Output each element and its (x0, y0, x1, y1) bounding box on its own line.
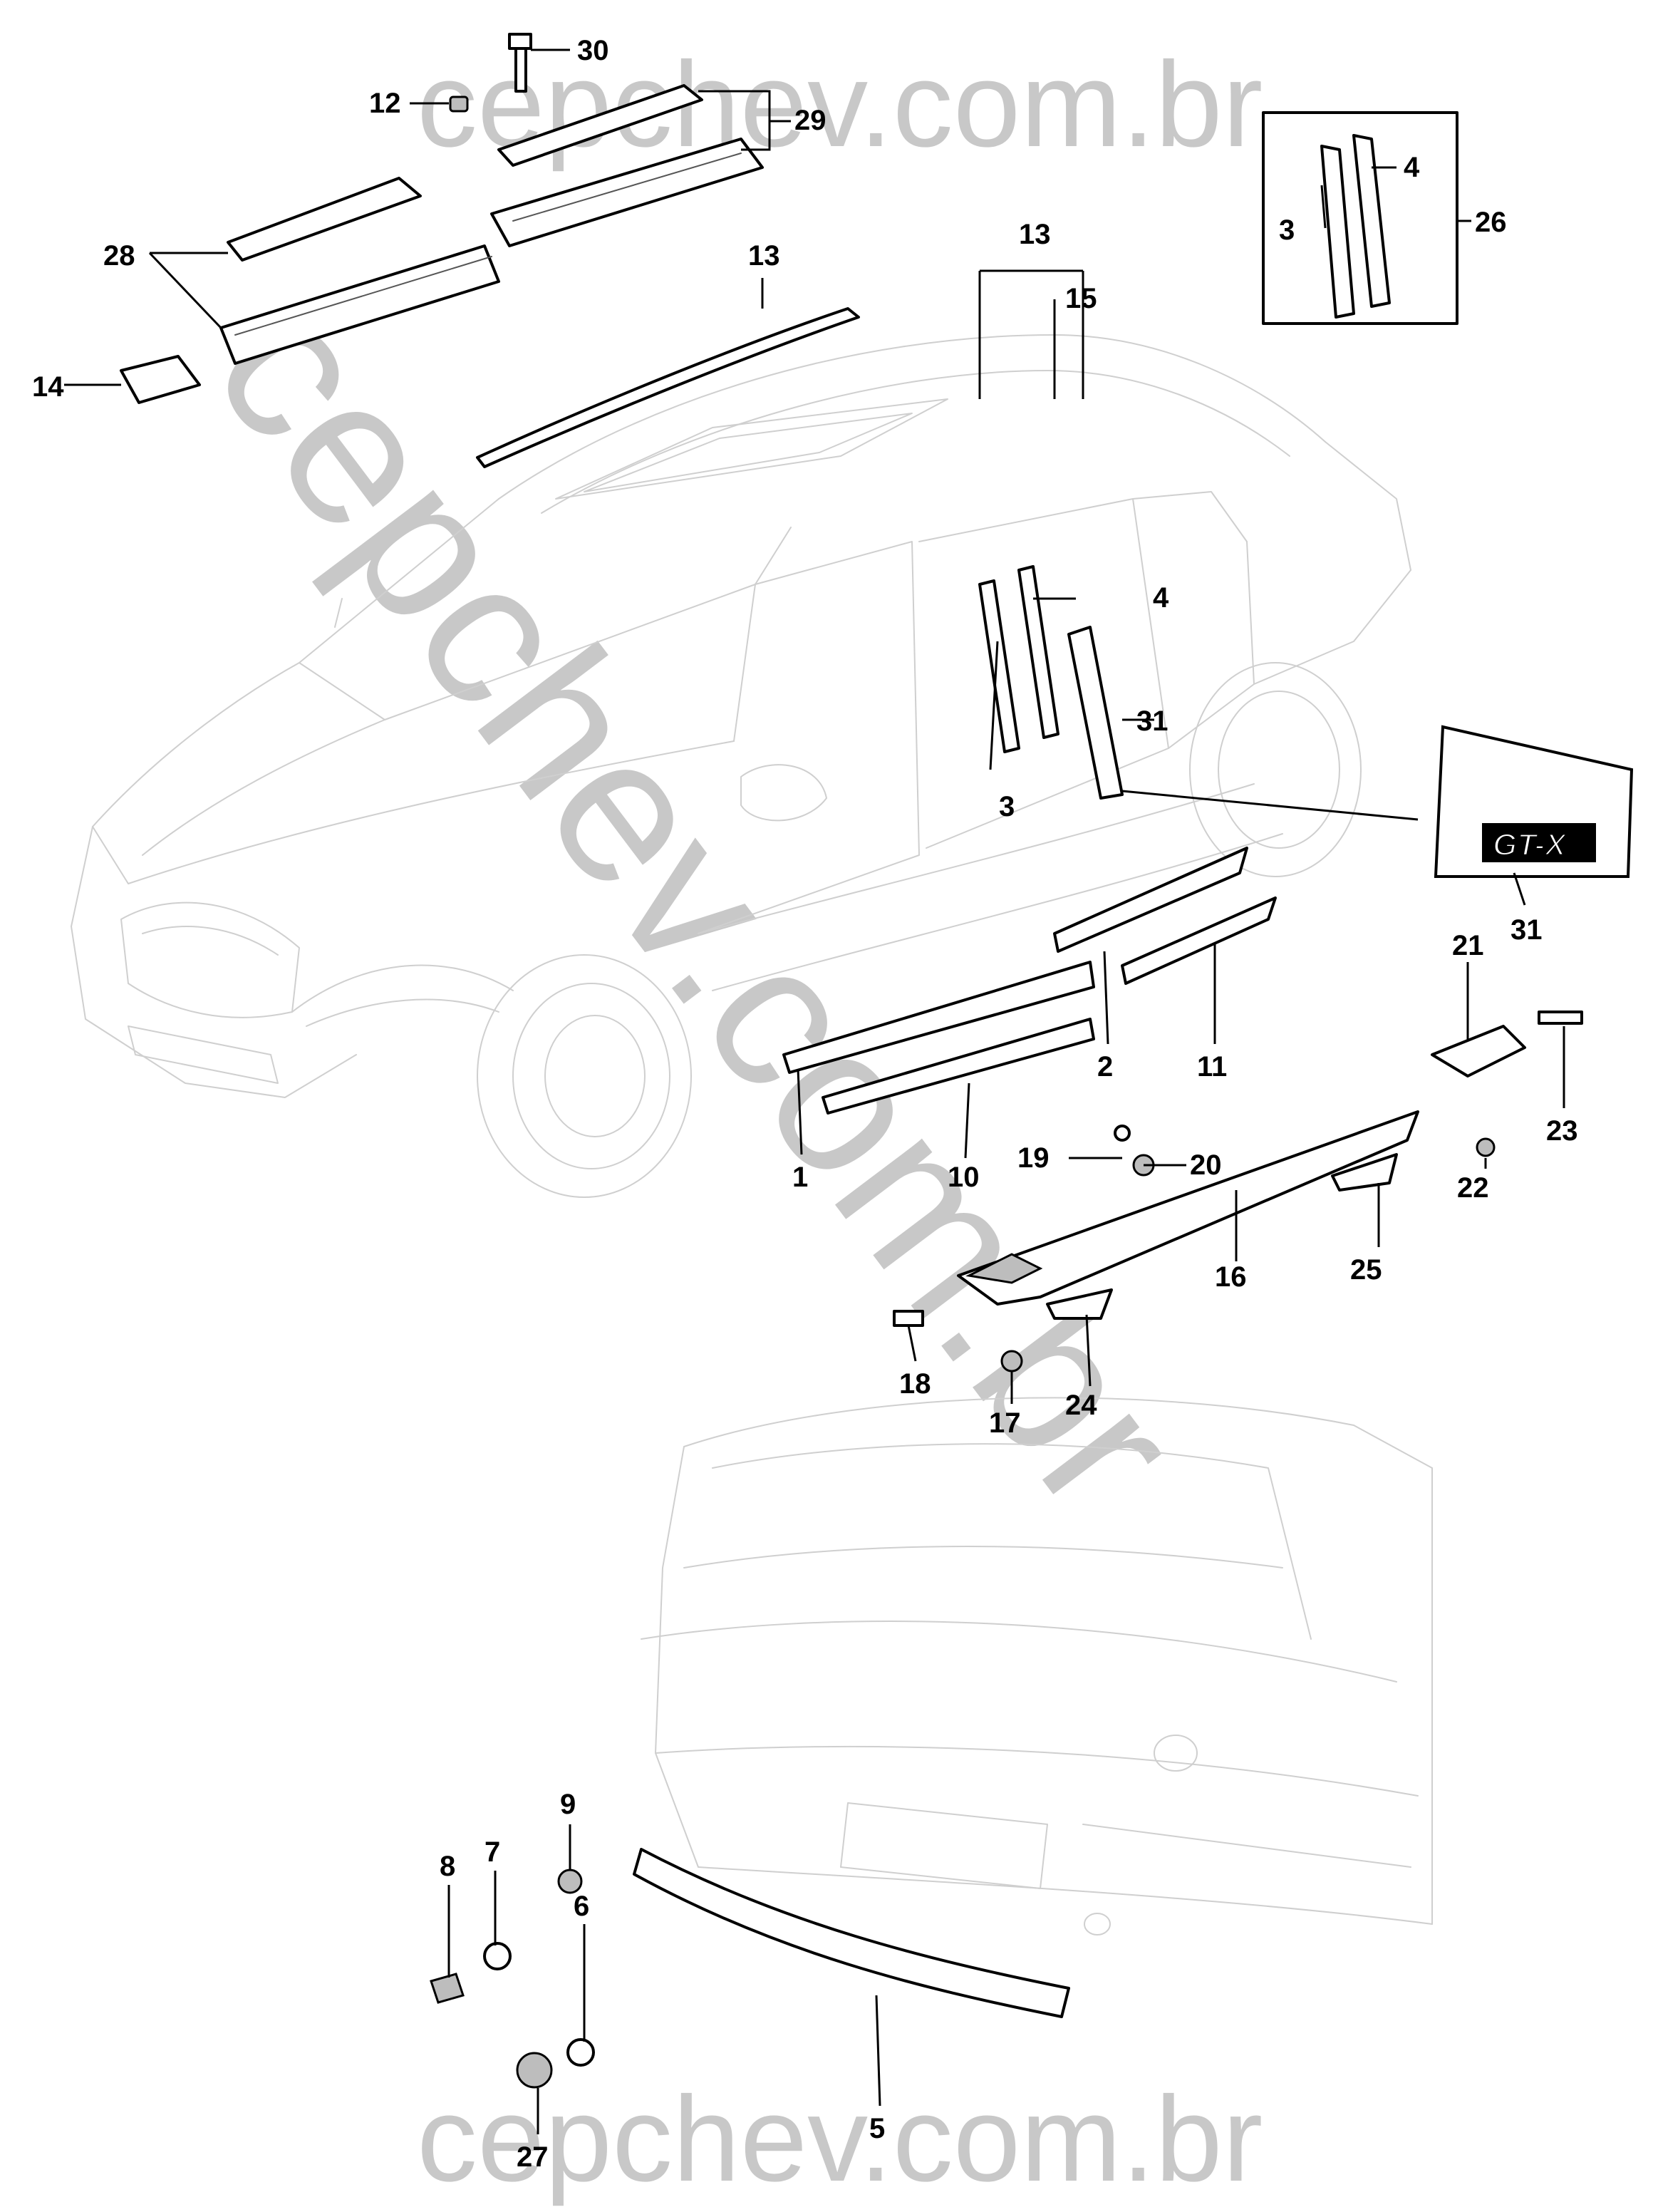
callout-6: 6 (574, 1891, 589, 1922)
callout-21: 21 (1452, 930, 1484, 961)
callout-3-door: 3 (999, 791, 1015, 822)
leader-lines (64, 48, 1565, 2134)
callout-2: 2 (1097, 1051, 1113, 1082)
door-molding-parts (782, 847, 1277, 1115)
callout-20: 20 (1190, 1149, 1222, 1181)
callout-15: 15 (1065, 283, 1097, 314)
callout-8: 8 (440, 1851, 455, 1882)
rocker-panel-part-16 (957, 1110, 1419, 1306)
end-cap-part-14 (120, 355, 201, 404)
callout-16: 16 (1215, 1261, 1247, 1293)
callout-14: 14 (32, 371, 64, 403)
callout-23: 23 (1546, 1115, 1578, 1147)
callout-3-inset: 3 (1279, 215, 1295, 246)
callout-25: 25 (1350, 1254, 1382, 1286)
callout-22: 22 (1457, 1172, 1489, 1204)
callout-11: 11 (1197, 1051, 1227, 1082)
callout-5: 5 (869, 2113, 885, 2144)
car-outline-front-three-quarter (71, 334, 1411, 1198)
callout-28: 28 (103, 240, 135, 272)
c-pillar-applique-part-31 (1067, 626, 1124, 800)
roof-rack-cover-part-29 (490, 84, 764, 247)
fasteners-6-7-8-9-27 (430, 1869, 595, 2089)
callout-31-emblem: 31 (1510, 914, 1543, 946)
rocker-end-caps-21-24-25 (1046, 1025, 1526, 1320)
roof-molding-part-13 (476, 307, 860, 468)
callout-18: 18 (899, 1368, 931, 1400)
gt-x-emblem-inset: GT-X (1434, 725, 1634, 878)
callout-12: 12 (369, 88, 401, 119)
roof-rack-rail-part-28 (219, 177, 500, 365)
callout-10: 10 (948, 1162, 980, 1193)
callout-13-rail: 13 (1019, 219, 1051, 250)
watermark-bottom: cepchev.com.br (417, 2072, 1263, 2207)
callout-19: 19 (1017, 1142, 1050, 1174)
callout-30: 30 (577, 35, 609, 66)
callout-9: 9 (560, 1789, 576, 1820)
clip-part-12 (449, 95, 469, 113)
callout-17: 17 (989, 1407, 1021, 1439)
callout-26: 26 (1475, 207, 1507, 238)
callout-13-roof: 13 (748, 240, 780, 272)
pillar-kit-box-26 (1262, 111, 1458, 325)
trunk-molding-part-5 (633, 1848, 1070, 2018)
car-outline-rear (641, 1397, 1433, 1936)
callout-27: 27 (517, 2141, 549, 2173)
gt-x-emblem-text: GT-X (1493, 827, 1568, 862)
callout-1: 1 (792, 1162, 808, 1193)
bolt-part-30 (508, 33, 532, 93)
watermark-diagonal: cepchev.com.br (170, 258, 1224, 1550)
callout-4-door: 4 (1153, 582, 1169, 614)
callout-7: 7 (484, 1836, 500, 1868)
callout-29: 29 (794, 105, 826, 136)
callout-31-pillar: 31 (1136, 706, 1168, 737)
b-pillar-applique-parts-3-4 (978, 565, 1059, 753)
callout-labels: 30 12 29 28 14 13 13 15 3 4 26 4 31 3 31… (32, 35, 1578, 2173)
callout-4-inset: 4 (1404, 152, 1420, 183)
callout-24: 24 (1065, 1390, 1097, 1421)
